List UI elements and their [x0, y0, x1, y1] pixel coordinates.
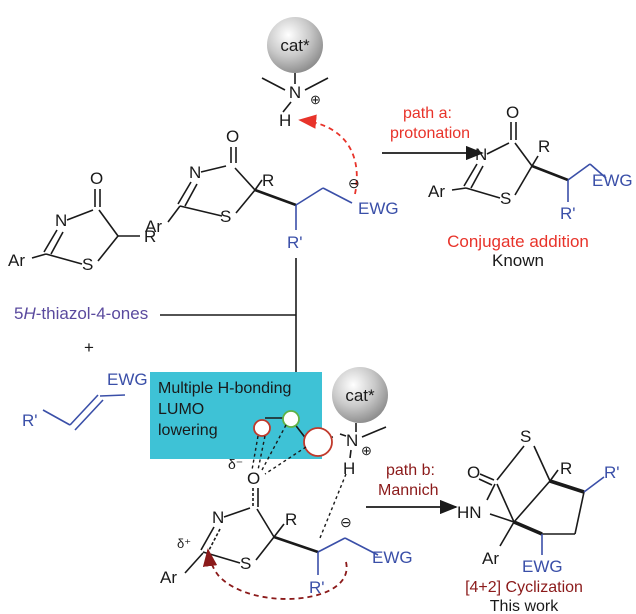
atom-n: N [189, 163, 201, 182]
svg-text:R: R [285, 510, 297, 529]
hbond-dashes [251, 424, 347, 539]
atom-ar: Ar [145, 217, 162, 236]
path-a-label-1: path a: [403, 105, 452, 122]
catalyst-top: cat* N ⊕ H [261, 17, 329, 130]
atom-r: R [262, 171, 274, 190]
protonation-curved-arrow [298, 114, 358, 195]
catalyst-bottom: cat* N ⊕ H [253, 367, 388, 478]
reactant-plus: + [84, 338, 94, 357]
ewg-top: EWG [358, 199, 399, 218]
amine-h-bottom: H [343, 459, 355, 478]
svg-text:O: O [506, 103, 519, 122]
reactant-name: 5H-thiazol-4-ones [14, 304, 148, 323]
ammonium-charge-top: ⊕ [310, 92, 321, 107]
catalyst-sphere-top [267, 17, 323, 73]
svg-text:Ar: Ar [160, 568, 177, 587]
thiazolone-structure: O N R S Ar [8, 169, 156, 274]
product-a-subtitle: Known [492, 251, 544, 270]
hbond-box-line3: lowering [158, 422, 218, 439]
catalyst-label-top: cat* [280, 36, 310, 55]
hbond-box-line2: LUMO [158, 401, 204, 418]
alkene-ewg: EWG [107, 370, 148, 389]
atom-o: O [226, 127, 239, 146]
delta-plus: δ⁺ [177, 536, 191, 551]
svg-text:R: R [144, 227, 156, 246]
svg-text:S: S [82, 255, 93, 274]
svg-text:N: N [55, 211, 67, 230]
svg-text:O: O [90, 169, 103, 188]
alkene-structure: EWG R' [22, 370, 148, 431]
svg-text:N: N [212, 508, 224, 527]
path-b-label-1: path b: [386, 462, 435, 479]
svg-text:O: O [467, 463, 480, 482]
svg-text:EWG: EWG [372, 548, 413, 567]
mannich-curved-arrow [202, 548, 348, 600]
rprime-top: R' [287, 233, 303, 252]
svg-text:Ar: Ar [482, 549, 499, 568]
atom-hn: HN [457, 503, 482, 522]
intermediate-top: O N R S Ar ⊖ EWG R' [145, 127, 399, 252]
product-b-subtitle: This work [490, 598, 559, 614]
path-b-label-2: Mannich [378, 482, 438, 499]
product-b-title: [4+2] Cyclization [465, 579, 583, 596]
ammonium-charge-bottom: ⊕ [361, 443, 372, 458]
delta-minus: δ⁻ [228, 456, 243, 472]
hbond-box-line1: Multiple H-bonding [158, 380, 291, 397]
carbanion-charge-bottom: ⊖ [340, 514, 352, 530]
carbanion-charge-top: ⊖ [348, 175, 360, 191]
svg-text:Ar: Ar [8, 251, 25, 270]
catalyst-sphere-bottom [332, 367, 388, 423]
intermediate-bottom: δ⁻ O N R δ⁺ S Ar ⊖ EWG R' [160, 456, 413, 597]
product-a-structure: O N R S Ar EWG R' [428, 103, 633, 223]
svg-text:R': R' [560, 204, 576, 223]
alkene-rprime: R' [22, 411, 38, 430]
h-bond-donor-red [253, 419, 271, 437]
svg-text:S: S [520, 427, 531, 446]
amine-n-top: N [289, 83, 301, 102]
amine-n-bottom: N [346, 431, 358, 450]
svg-text:S: S [500, 189, 511, 208]
atom-o-bottom: O [247, 469, 260, 488]
svg-text:N: N [475, 145, 487, 164]
h-bond-donor-large [303, 427, 333, 457]
svg-text:EWG: EWG [522, 557, 563, 576]
svg-text:R': R' [604, 463, 620, 482]
path-a-label-2: protonation [390, 125, 470, 142]
svg-text:S: S [240, 554, 251, 573]
atom-s: S [220, 207, 231, 226]
product-a-title: Conjugate addition [447, 232, 589, 251]
svg-text:R: R [560, 459, 572, 478]
svg-text:R: R [538, 137, 550, 156]
catalyst-label-bottom: cat* [345, 386, 375, 405]
amine-h-top: H [279, 111, 291, 130]
svg-text:Ar: Ar [428, 182, 445, 201]
svg-text:R': R' [309, 578, 325, 597]
product-b-structure: O S R HN R' EWG Ar [457, 427, 620, 576]
h-bond-donor-green [282, 410, 300, 428]
svg-text:EWG: EWG [592, 171, 633, 190]
